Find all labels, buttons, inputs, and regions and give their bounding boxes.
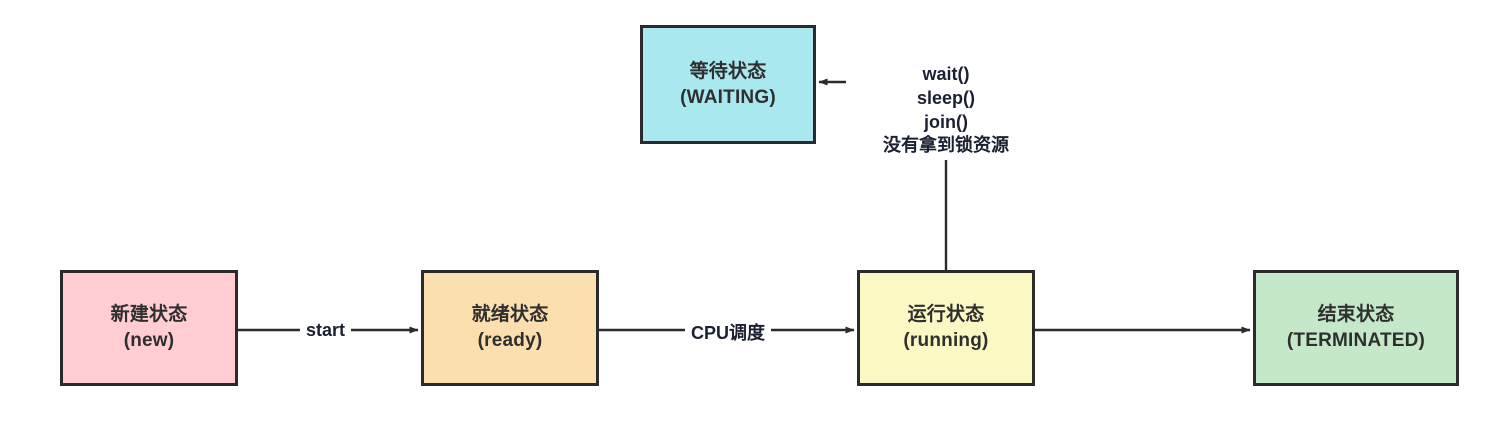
- state-node-running-subtitle: (running): [903, 330, 989, 351]
- state-node-running-title: 运行状态: [907, 304, 985, 326]
- state-node-waiting-subtitle: (WAITING): [680, 86, 776, 108]
- edge-label-wait-conditions: wait() sleep() join() 没有拿到锁资源: [846, 63, 1046, 158]
- state-node-ready-title: 就绪状态: [471, 304, 549, 326]
- state-node-new-title: 新建状态: [110, 304, 188, 326]
- edge-label-start: start: [300, 320, 352, 341]
- state-node-terminated[interactable]: 结束状态 (TERMINATED): [1253, 270, 1459, 386]
- edge-label-cpu-scheduling: CPU调度: [685, 319, 772, 345]
- state-node-terminated-subtitle: (TERMINATED): [1286, 330, 1426, 351]
- state-node-new[interactable]: 新建状态 (new): [60, 270, 238, 386]
- wait-condition-line-2: sleep(): [916, 87, 976, 108]
- wait-condition-line-3: join(): [924, 111, 968, 132]
- state-node-waiting[interactable]: 等待状态 (WAITING): [640, 25, 816, 144]
- state-node-ready-subtitle: (ready): [477, 330, 543, 351]
- state-node-new-subtitle: (new): [123, 330, 175, 351]
- wait-condition-line-4: 没有拿到锁资源: [883, 135, 1009, 156]
- state-node-ready[interactable]: 就绪状态 (ready): [421, 270, 599, 386]
- state-node-terminated-title: 结束状态: [1317, 304, 1395, 326]
- wait-condition-line-1: wait(): [922, 64, 970, 84]
- state-node-running[interactable]: 运行状态 (running): [857, 270, 1035, 386]
- state-node-waiting-title: 等待状态: [689, 60, 767, 82]
